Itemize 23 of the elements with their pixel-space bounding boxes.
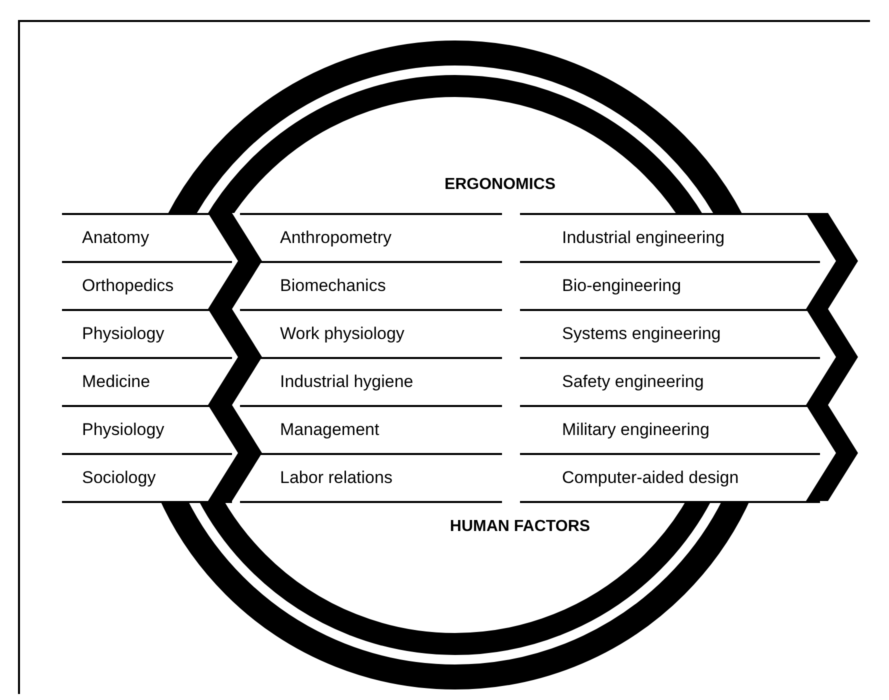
discipline-name: Bio-engineering — [562, 276, 682, 296]
discipline-name: Management — [280, 420, 380, 440]
discipline-name: Labor relations — [280, 468, 392, 488]
discipline-name: Work physiology — [280, 324, 404, 344]
discipline-cell — [62, 453, 232, 503]
discipline-name: Orthopedics — [82, 276, 174, 296]
section-heading: ERGONOMICS — [444, 176, 556, 194]
discipline-name: Industrial hygiene — [280, 372, 414, 392]
discipline-name: Biomechanics — [280, 276, 386, 296]
discipline-cell — [240, 453, 502, 503]
discipline-name: Systems engineering — [562, 324, 721, 344]
discipline-name: Safety engineering — [562, 372, 704, 392]
discipline-cell — [520, 453, 820, 503]
discipline-name: Anatomy — [82, 228, 150, 248]
discipline-name: Industrial engineering — [562, 228, 725, 248]
section-heading: HUMAN FACTORS — [450, 518, 590, 536]
discipline-name: Physiology — [82, 420, 164, 440]
discipline-name: Computer-aided design — [562, 468, 739, 488]
discipline-name: Sociology — [82, 468, 156, 488]
discipline-name: Medicine — [82, 372, 150, 392]
discipline-name: Anthropometry — [280, 228, 392, 248]
discipline-name: Physiology — [82, 324, 164, 344]
discipline-name: Military engineering — [562, 420, 710, 440]
